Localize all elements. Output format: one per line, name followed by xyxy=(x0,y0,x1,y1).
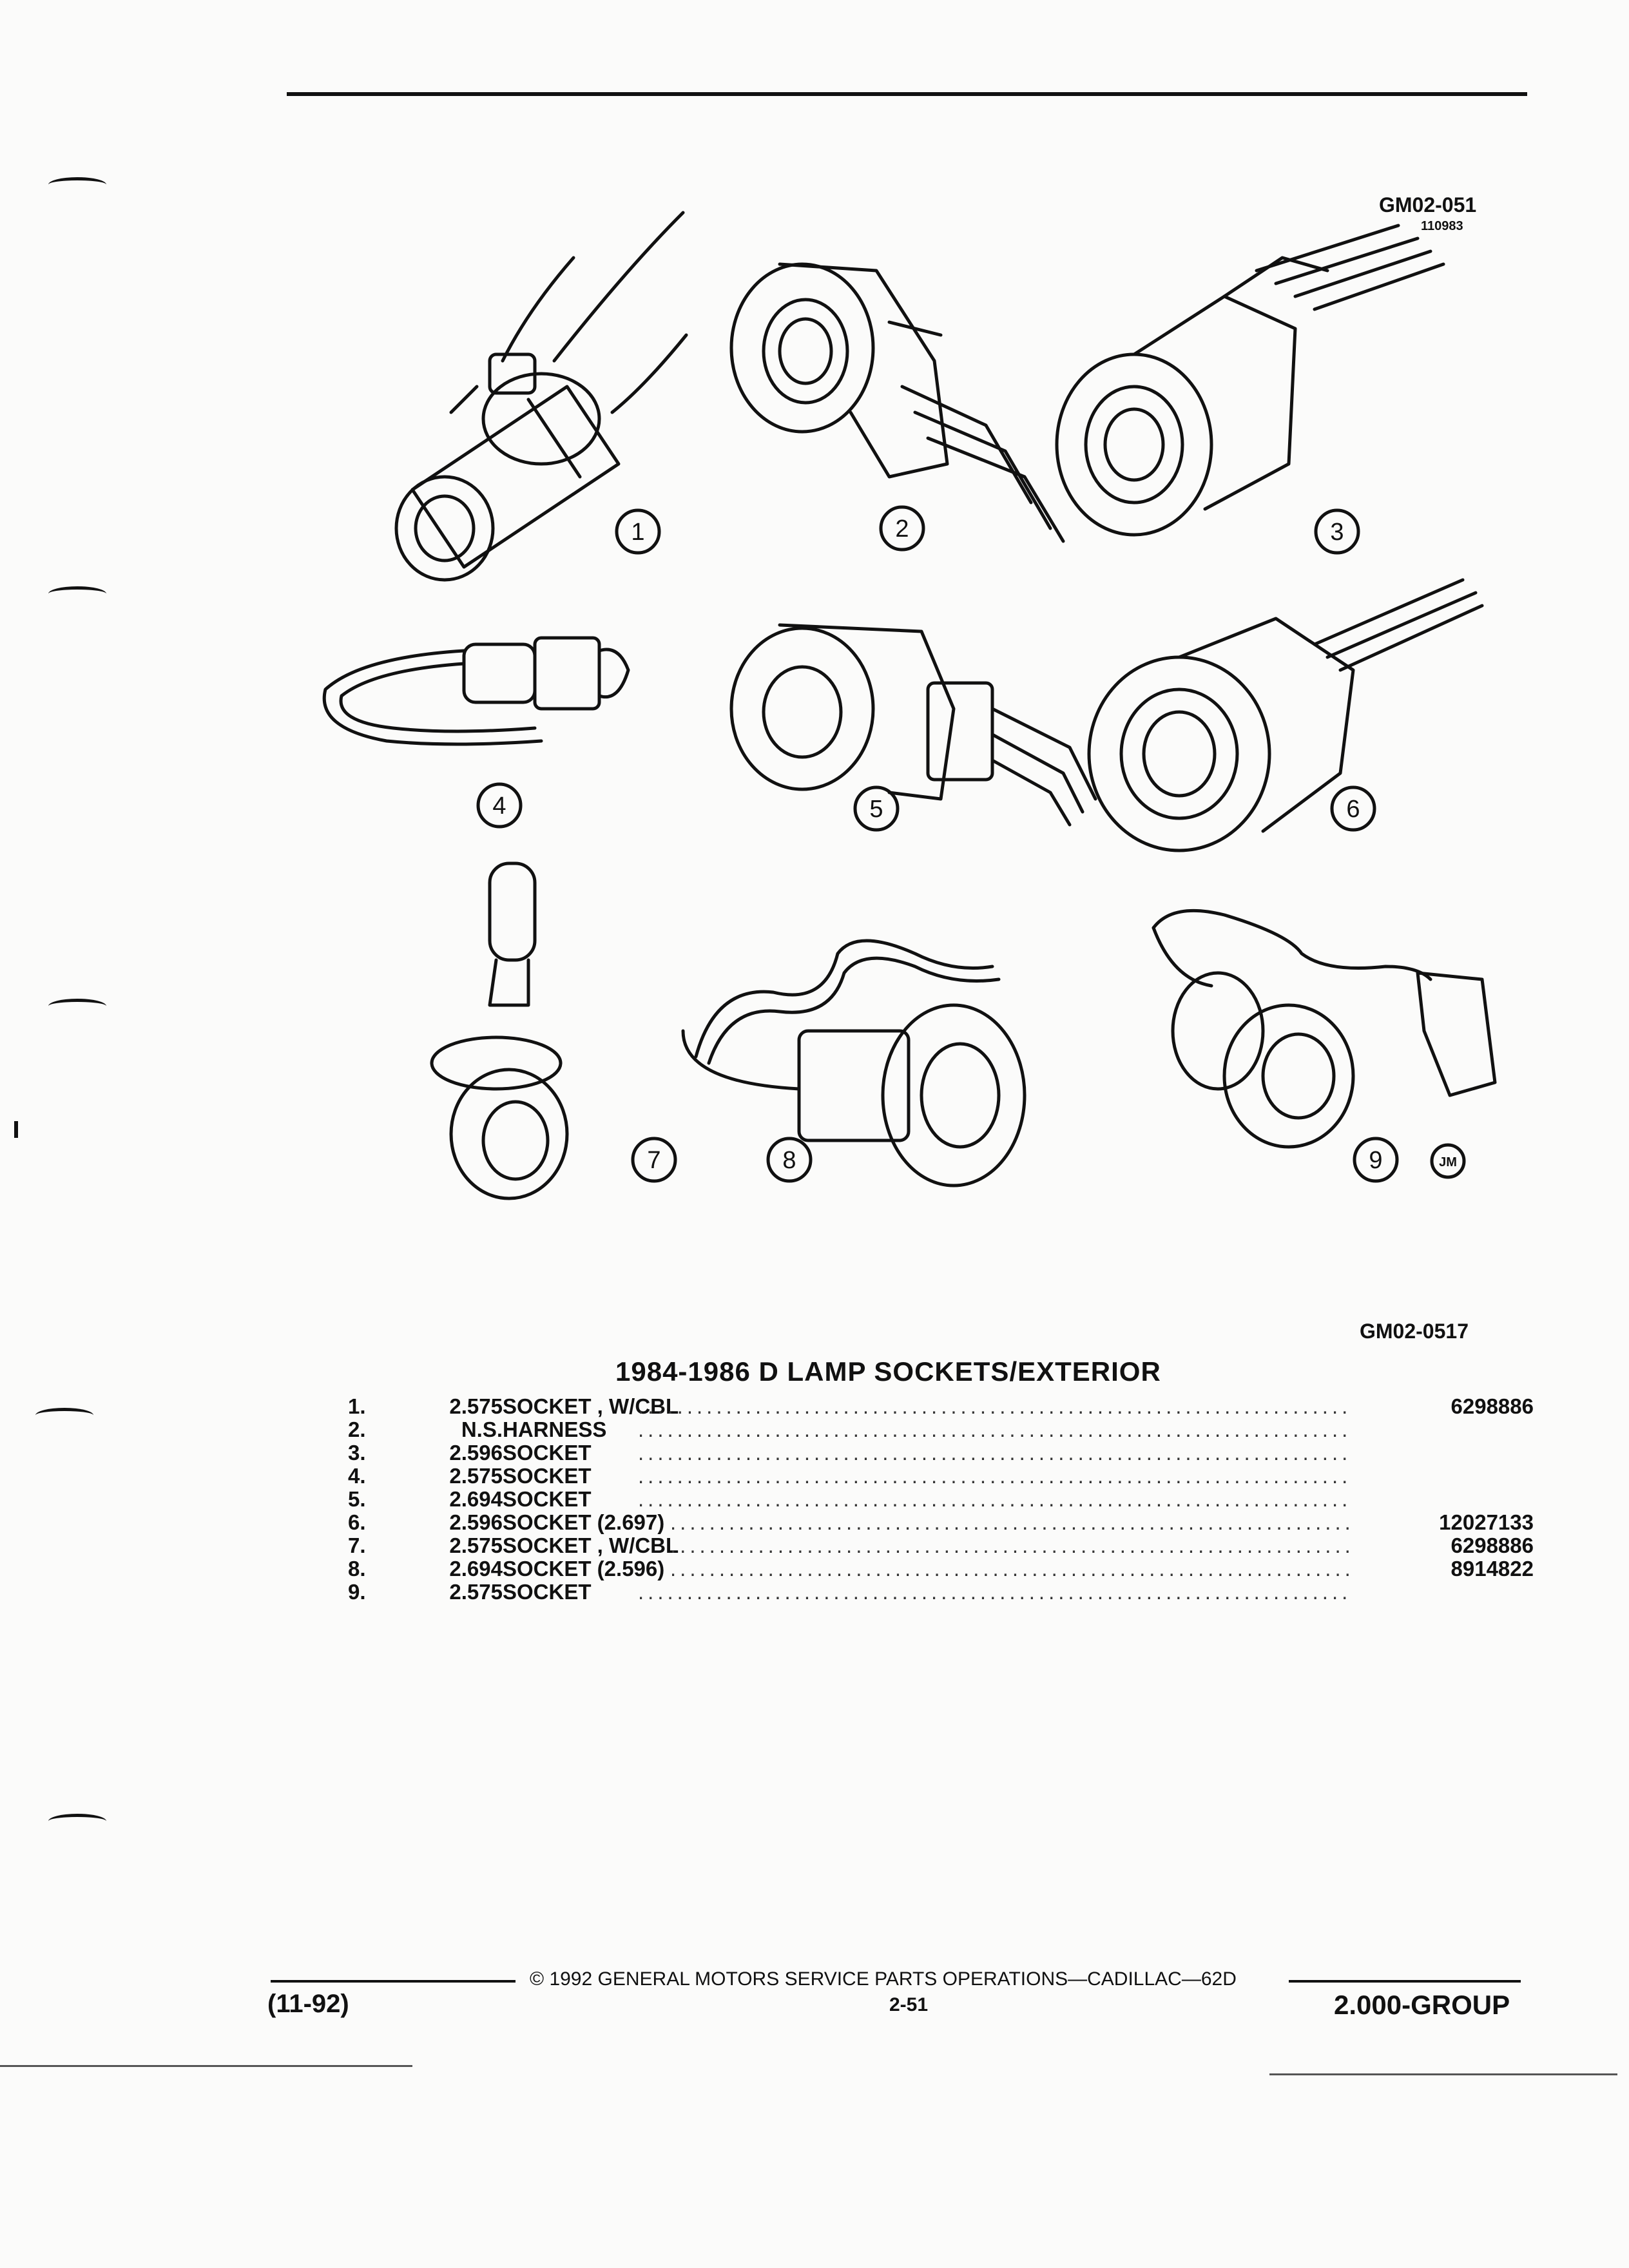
binder-hole-mark xyxy=(48,999,106,1014)
binder-hole-mark xyxy=(35,1408,93,1423)
binder-hole-mark xyxy=(48,1814,106,1829)
part-description: SOCKET xyxy=(503,1441,592,1465)
callout-5: 5 xyxy=(869,796,883,823)
group-code: 2.596 xyxy=(449,1510,503,1534)
group-code: 2.575 xyxy=(449,1580,503,1604)
group-label: 2.000-GROUP xyxy=(1334,1990,1510,2020)
callout-1: 1 xyxy=(631,519,644,546)
copyright-line: © 1992 GENERAL MOTORS SERVICE PARTS OPER… xyxy=(530,1968,1237,1990)
part-description: SOCKET (2.697) xyxy=(503,1510,665,1534)
revision-date: (11-92) xyxy=(267,1990,349,2018)
part-description: SOCKET , W/CBL xyxy=(503,1533,679,1557)
item-number: 9. xyxy=(348,1580,366,1604)
callout-7: 7 xyxy=(647,1147,660,1174)
part-number: 12027133 xyxy=(1439,1510,1534,1534)
callout-9: 9 xyxy=(1369,1147,1382,1174)
parts-row: 9. 2.575 SOCKET ........................… xyxy=(309,1581,1534,1604)
socket-8-drawing xyxy=(683,941,1025,1186)
leader-dots: ........................................… xyxy=(638,1488,1353,1511)
footer-rule-right xyxy=(1289,1980,1521,1983)
item-number: 6. xyxy=(348,1510,366,1534)
item-number: 7. xyxy=(348,1533,366,1557)
leader-dots: ........................................… xyxy=(670,1534,1353,1557)
binder-hole-mark xyxy=(48,586,106,601)
callout-4: 4 xyxy=(492,793,506,820)
callout-6: 6 xyxy=(1346,796,1360,823)
leader-dots: ........................................… xyxy=(670,1511,1353,1534)
socket-5-drawing xyxy=(731,625,1095,825)
footer-rule-left xyxy=(271,1980,516,1983)
item-number: 4. xyxy=(348,1464,366,1488)
part-number: 6298886 xyxy=(1451,1533,1534,1557)
figure-id: GM02-0517 xyxy=(1360,1320,1469,1343)
parts-row: 3. 2.596 SOCKET ........................… xyxy=(309,1441,1534,1465)
part-description: SOCKET (2.596) xyxy=(503,1557,665,1581)
part-description: SOCKET , W/CBL xyxy=(503,1394,679,1418)
item-number: 3. xyxy=(348,1441,366,1465)
part-description: SOCKET xyxy=(503,1580,592,1604)
group-code: 2.575 xyxy=(449,1394,503,1418)
edge-mark xyxy=(14,1121,18,1138)
leader-dots: ........................................… xyxy=(638,1395,1353,1418)
part-description: SOCKET xyxy=(503,1487,592,1511)
artist-mark: JM xyxy=(1439,1155,1457,1169)
part-number: 8914822 xyxy=(1451,1557,1534,1581)
socket-9-drawing xyxy=(1153,910,1495,1147)
parts-list: 1. 2.575 SOCKET , W/CBL ................… xyxy=(309,1395,1534,1604)
top-rule xyxy=(287,92,1527,96)
part-description: SOCKET xyxy=(503,1464,592,1488)
leader-dots: ........................................… xyxy=(638,1418,1353,1441)
lamp-sockets-illustration: 1 2 3 4 5 6 7 8 9 JM xyxy=(0,0,1629,1289)
group-code: N.S. xyxy=(461,1418,503,1441)
callout-8: 8 xyxy=(782,1147,796,1174)
figure-sub-code: 110983 xyxy=(1421,219,1463,233)
group-code: 2.596 xyxy=(449,1441,503,1465)
parts-row: 4. 2.575 SOCKET ........................… xyxy=(309,1465,1534,1488)
part-number: 6298886 xyxy=(1451,1394,1534,1418)
group-code: 2.575 xyxy=(449,1533,503,1557)
callout-3: 3 xyxy=(1330,519,1344,546)
group-code: 2.694 xyxy=(449,1487,503,1511)
socket-1-drawing xyxy=(396,213,686,580)
socket-7-drawing xyxy=(432,863,567,1198)
item-number: 2. xyxy=(348,1418,366,1441)
parts-row: 7. 2.575 SOCKET , W/CBL ................… xyxy=(309,1534,1534,1557)
item-number: 8. xyxy=(348,1557,366,1581)
parts-row: 2. N.S. HARNESS ........................… xyxy=(309,1418,1534,1441)
leader-dots: ........................................… xyxy=(670,1557,1353,1581)
bottom-scan-line-right xyxy=(1269,2073,1617,2075)
leader-dots: ........................................… xyxy=(638,1581,1353,1604)
group-code: 2.575 xyxy=(449,1464,503,1488)
parts-row: 1. 2.575 SOCKET , W/CBL ................… xyxy=(309,1395,1534,1418)
page-number: 2-51 xyxy=(889,1994,929,2015)
item-number: 1. xyxy=(348,1394,366,1418)
socket-3-drawing xyxy=(1057,226,1443,535)
bottom-scan-line-left xyxy=(0,2065,412,2067)
leader-dots: ........................................… xyxy=(638,1465,1353,1488)
socket-4-drawing xyxy=(324,638,628,744)
callout-2: 2 xyxy=(895,515,909,543)
group-code: 2.694 xyxy=(449,1557,503,1581)
parts-row: 6. 2.596 SOCKET (2.697) ................… xyxy=(309,1511,1534,1534)
harness-2-drawing xyxy=(731,264,1063,541)
socket-6-drawing xyxy=(1089,580,1482,850)
figure-code: GM02-051 xyxy=(1379,193,1477,216)
parts-row: 5. 2.694 SOCKET ........................… xyxy=(309,1488,1534,1511)
item-number: 5. xyxy=(348,1487,366,1511)
binder-hole-mark xyxy=(48,177,106,192)
part-description: HARNESS xyxy=(503,1418,607,1441)
section-title: 1984-1986 D LAMP SOCKETS/EXTERIOR xyxy=(615,1356,1161,1387)
parts-row: 8. 2.694 SOCKET (2.596) ................… xyxy=(309,1557,1534,1581)
leader-dots: ........................................… xyxy=(638,1441,1353,1465)
